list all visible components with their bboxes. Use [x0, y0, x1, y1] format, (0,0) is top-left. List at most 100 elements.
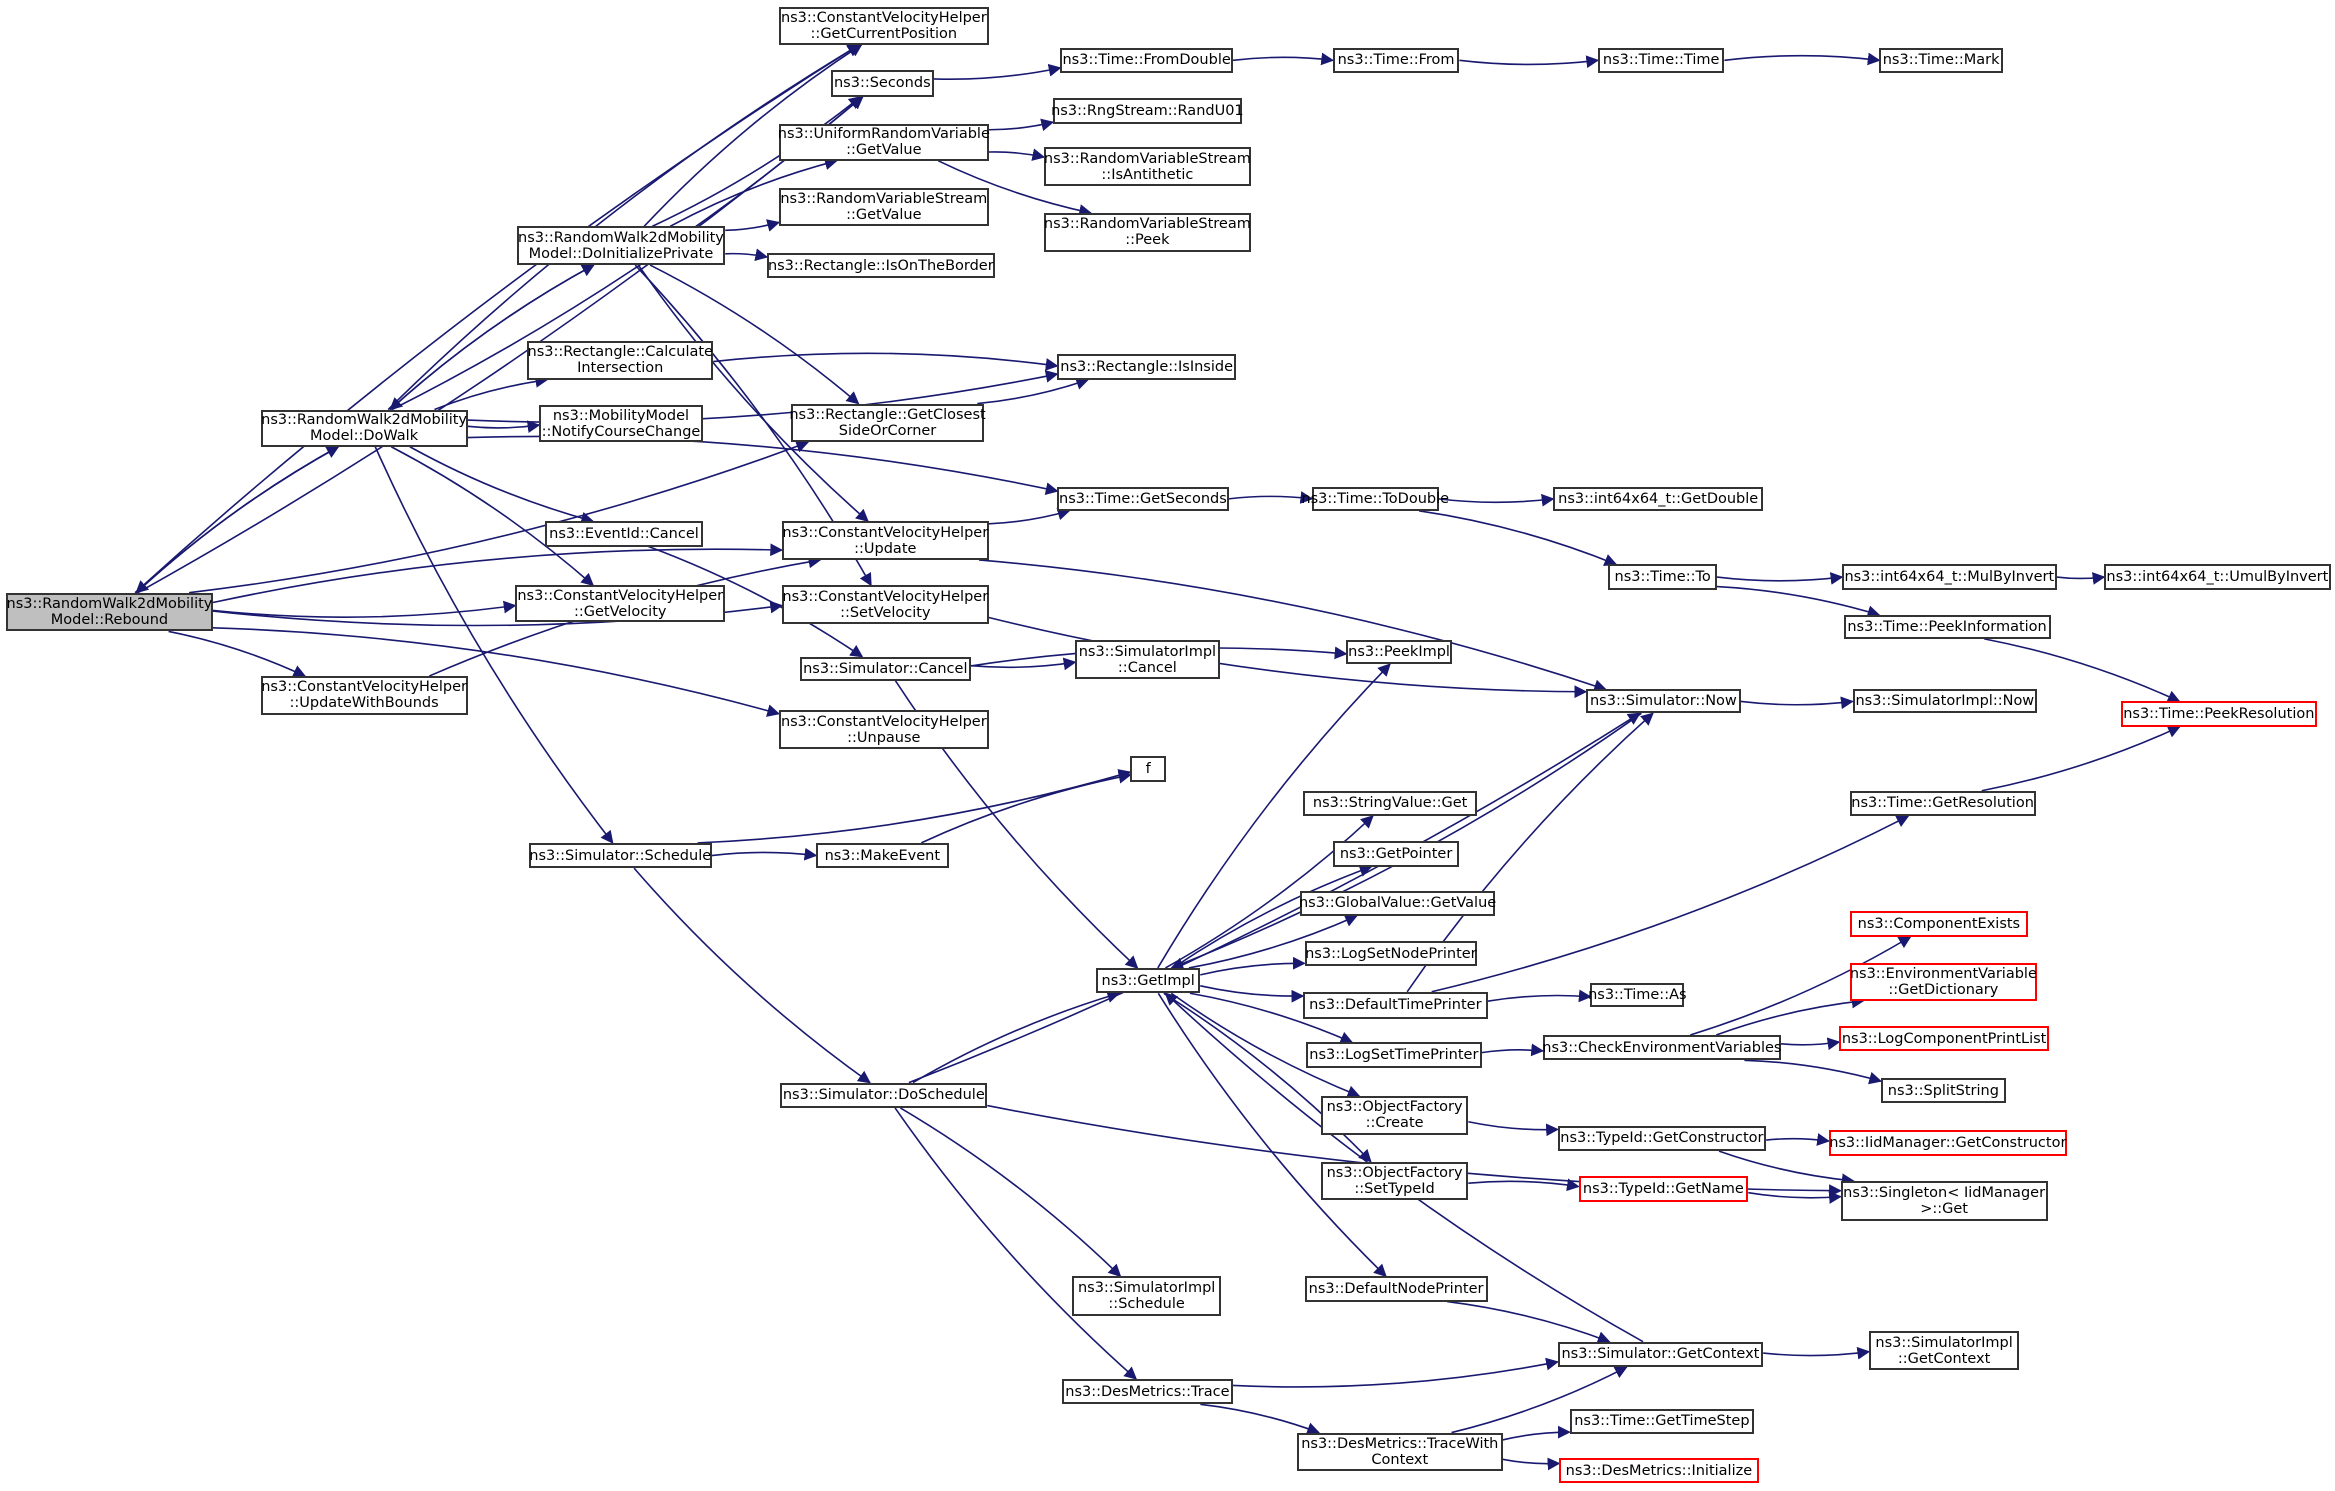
node-isontheborder[interactable]: ns3::Rectangle::IsOnTheBorder	[766, 253, 995, 279]
node-makeevent[interactable]: ns3::MakeEvent	[816, 842, 949, 869]
node-fromdouble[interactable]: ns3::Time::FromDouble	[1060, 47, 1233, 73]
edge-getimpl-to-logtimeprinter	[1189, 992, 1354, 1044]
node-simimplschedule[interactable]: ns3::SimulatorImpl ::Schedule	[1072, 1276, 1222, 1317]
edge-doschedule-to-simimplschedule	[899, 1107, 1122, 1278]
edge-mulbyinv-to-umulbyinv	[2056, 572, 2106, 585]
node-f[interactable]: f	[1130, 756, 1166, 782]
node-simimplnow[interactable]: ns3::SimulatorImpl::Now	[1852, 689, 2038, 714]
edge-logtimeprinter-to-checkenv	[1481, 1043, 1545, 1057]
edge-closest-to-isinside	[977, 377, 1090, 405]
node-dminit[interactable]: ns3::DesMetrics::Initialize	[1559, 1457, 1759, 1484]
node-isanti[interactable]: ns3::RandomVariableStream ::IsAntithetic	[1043, 147, 1251, 187]
node-peekres[interactable]: ns3::Time::PeekResolution	[2120, 701, 2318, 727]
node-rebound: ns3::RandomWalk2dMobility Model::Rebound	[5, 592, 213, 632]
node-todouble[interactable]: ns3::Time::ToDouble	[1301, 486, 1449, 511]
edge-todouble-to-timeto	[1418, 509, 1618, 566]
node-getseconds[interactable]: ns3::Time::GetSeconds	[1057, 486, 1229, 511]
node-logtimeprinter[interactable]: ns3::LogSetTimePrinter	[1305, 1042, 1482, 1068]
edge-todouble-to-getdouble	[1438, 493, 1555, 507]
node-dowalk[interactable]: ns3::RandomWalk2dMobility Model::DoWalk	[260, 409, 468, 447]
node-lognodeprinter[interactable]: ns3::LogSetNodePrinter	[1304, 941, 1478, 967]
node-setvel[interactable]: ns3::ConstantVelocityHelper ::SetVelocit…	[781, 585, 989, 624]
node-getres[interactable]: ns3::Time::GetResolution	[1849, 790, 2036, 817]
node-doschedule[interactable]: ns3::Simulator::DoSchedule	[780, 1082, 988, 1108]
node-seconds[interactable]: ns3::Seconds	[830, 69, 934, 97]
node-schedule[interactable]: ns3::Simulator::Schedule	[528, 842, 712, 869]
node-closest[interactable]: ns3::Rectangle::GetClosest SideOrCorner	[789, 403, 986, 443]
node-deftimeprinter[interactable]: ns3::DefaultTimePrinter	[1303, 991, 1488, 1019]
node-getvel[interactable]: ns3::ConstantVelocityHelper ::GetVelocit…	[515, 585, 726, 623]
node-ofcreate[interactable]: ns3::ObjectFactory ::Create	[1320, 1096, 1469, 1135]
node-getcurpos[interactable]: ns3::ConstantVelocityHelper ::GetCurrent…	[778, 7, 989, 45]
edge-tracewithctx-to-dminit	[1502, 1457, 1561, 1471]
node-simimplgetctx[interactable]: ns3::SimulatorImpl ::GetContext	[1868, 1331, 2020, 1370]
edge-doinit-to-cvhupdate	[637, 264, 869, 523]
node-eventcancel[interactable]: ns3::EventId::Cancel	[545, 521, 703, 547]
edge-timefrom-to-timetime	[1459, 55, 1600, 69]
node-simimplcancel[interactable]: ns3::SimulatorImpl ::Cancel	[1075, 640, 1220, 680]
edge-dowalk-to-rebound	[135, 446, 339, 594]
node-ofsettypeid[interactable]: ns3::ObjectFactory ::SetTypeId	[1320, 1161, 1469, 1201]
node-iidgetctor[interactable]: ns3::IidManager::GetConstructor	[1828, 1130, 2067, 1156]
node-checkenv[interactable]: ns3::CheckEnvironmentVariables	[1542, 1034, 1782, 1061]
node-timeas[interactable]: ns3::Time::As	[1588, 982, 1687, 1007]
edge-dowalk-to-notify	[467, 420, 541, 434]
node-tidgetctor[interactable]: ns3::TypeId::GetConstructor	[1557, 1125, 1767, 1152]
node-splitstring[interactable]: ns3::SplitString	[1880, 1078, 2006, 1104]
node-urvgetvalue[interactable]: ns3::UniformRandomVariable ::GetValue	[778, 123, 990, 161]
node-tidgetname[interactable]: ns3::TypeId::GetName	[1578, 1176, 1749, 1202]
node-getdouble[interactable]: ns3::int64x64_t::GetDouble	[1553, 486, 1764, 511]
node-defnodeprinter[interactable]: ns3::DefaultNodePrinter	[1304, 1276, 1488, 1302]
node-gettimestep[interactable]: ns3::Time::GetTimeStep	[1569, 1408, 1755, 1435]
edge-rebound-to-cvhupdate	[212, 543, 784, 604]
node-timeto[interactable]: ns3::Time::To	[1608, 564, 1717, 590]
node-timetime[interactable]: ns3::Time::Time	[1597, 47, 1725, 73]
edge-urvgetvalue-to-rvspeek	[937, 160, 1093, 217]
edge-rebound-to-unpause	[212, 626, 781, 717]
node-singleton[interactable]: ns3::Singleton< IidManager >::Get	[1840, 1180, 2048, 1222]
edge-simcancel-to-simimplcancel	[970, 657, 1077, 671]
node-dmtrace[interactable]: ns3::DesMetrics::Trace	[1061, 1378, 1234, 1405]
edge-tracewithctx-to-simgetctx	[1451, 1366, 1628, 1434]
node-tracewithctx[interactable]: ns3::DesMetrics::TraceWith Context	[1297, 1432, 1503, 1472]
node-simcancel[interactable]: ns3::Simulator::Cancel	[799, 656, 971, 681]
node-calcinter[interactable]: ns3::Rectangle::Calculate Intersection	[527, 341, 714, 380]
edge-getimpl-to-deftimeprinter	[1200, 985, 1305, 1003]
node-peekimpl[interactable]: ns3::PeekImpl	[1346, 640, 1452, 665]
edge-doinit-to-urvgetvalue	[669, 157, 838, 228]
node-updbounds[interactable]: ns3::ConstantVelocityHelper ::UpdateWith…	[260, 676, 468, 715]
node-peekinfo[interactable]: ns3::Time::PeekInformation	[1843, 615, 2051, 639]
node-umulbyinv[interactable]: ns3::int64x64_t::UmulByInvert	[2104, 564, 2331, 590]
node-gvgetvalue[interactable]: ns3::GlobalValue::GetValue	[1299, 890, 1496, 916]
node-cvhupdate[interactable]: ns3::ConstantVelocityHelper ::Update	[781, 521, 989, 560]
node-isinside[interactable]: ns3::Rectangle::IsInside	[1057, 354, 1236, 380]
edge-doinit-to-closest	[649, 264, 860, 405]
edge-tidgetctor-to-singleton	[1718, 1150, 1855, 1187]
node-getimpl[interactable]: ns3::GetImpl	[1096, 967, 1201, 994]
edge-doschedule-to-getimpl	[912, 990, 1121, 1084]
node-logcompprint[interactable]: ns3::LogComponentPrintList	[1839, 1026, 2050, 1052]
edge-ofsettypeid-to-tidgetname	[1468, 1178, 1580, 1192]
node-notify[interactable]: ns3::MobilityModel ::NotifyCourseChange	[539, 405, 703, 443]
node-simnow[interactable]: ns3::Simulator::Now	[1585, 689, 1741, 714]
node-randu01[interactable]: ns3::RngStream::RandU01	[1051, 98, 1244, 124]
node-compexists[interactable]: ns3::ComponentExists	[1849, 911, 2029, 937]
node-mulbyinv[interactable]: ns3::int64x64_t::MulByInvert	[1842, 564, 2057, 590]
node-rvsgetvalue[interactable]: ns3::RandomVariableStream ::GetValue	[778, 187, 989, 227]
node-envdict[interactable]: ns3::EnvironmentVariable ::GetDictionary	[1849, 963, 2038, 1001]
node-strget[interactable]: ns3::StringValue::Get	[1303, 790, 1478, 817]
node-simgetctx[interactable]: ns3::Simulator::GetContext	[1557, 1341, 1764, 1368]
edge-getimpl-to-defnodeprinter	[1157, 992, 1387, 1278]
edge-dowalk-to-schedule	[374, 446, 614, 844]
node-getpointer[interactable]: ns3::GetPointer	[1332, 841, 1460, 867]
node-timemark[interactable]: ns3::Time::Mark	[1879, 47, 2003, 73]
node-rvspeek[interactable]: ns3::RandomVariableStream ::Peek	[1043, 212, 1251, 252]
edge-deftimeprinter-to-timeas	[1487, 989, 1592, 1003]
node-unpause[interactable]: ns3::ConstantVelocityHelper ::Unpause	[778, 710, 989, 750]
edge-dowalk-to-doinit	[389, 264, 595, 411]
edge-getimpl-to-getpointer	[1172, 864, 1373, 969]
edge-urvgetvalue-to-randu01	[988, 118, 1055, 132]
node-doinit[interactable]: ns3::RandomWalk2dMobility Model::DoIniti…	[516, 226, 726, 266]
node-timefrom[interactable]: ns3::Time::From	[1332, 47, 1460, 73]
